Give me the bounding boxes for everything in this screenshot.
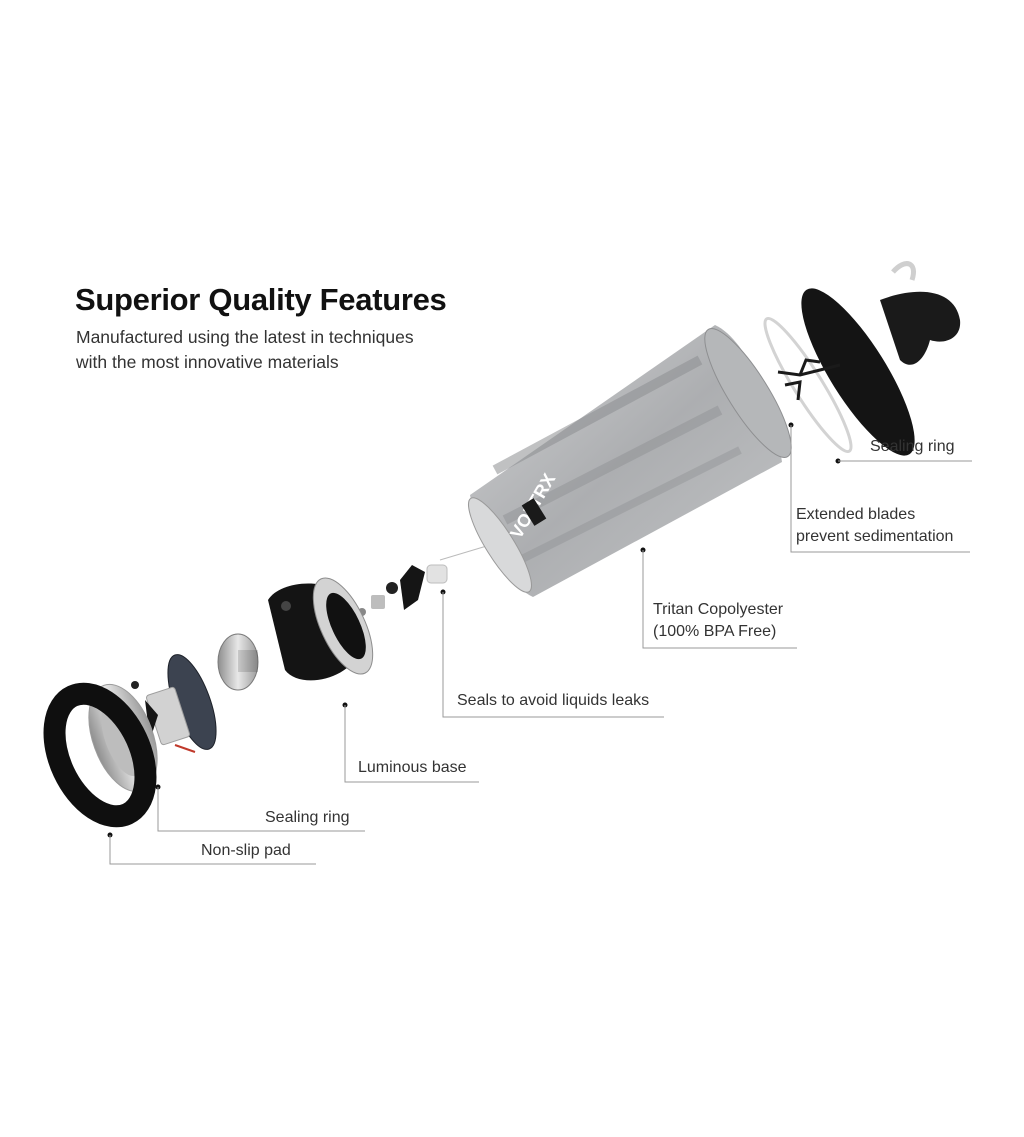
callout-extended-blades-line-1: Extended blades	[796, 506, 916, 523]
bottle-body	[470, 325, 782, 597]
leader-pad	[109, 835, 316, 865]
small-part	[131, 681, 139, 689]
bottle: VOLTRX	[468, 325, 792, 597]
blade-coupler	[400, 565, 425, 610]
callout-tritan-line-1: Tritan Copolyester	[653, 601, 784, 618]
bottle-facet-3	[518, 446, 742, 564]
bottle-facet-2	[502, 405, 723, 525]
motor-shade	[238, 650, 258, 672]
seal-nut	[386, 582, 398, 594]
lid-spout	[880, 291, 961, 365]
callout-tritan: Tritan Copolyester (100% BPA Free)	[653, 599, 783, 643]
callout-luminous-base: Luminous base	[358, 759, 467, 776]
callout-seals: Seals to avoid liquids leaks	[457, 692, 650, 709]
bottle-badge	[521, 498, 547, 526]
callout-non-slip-pad: Non-slip pad	[201, 842, 291, 859]
seal-cap	[426, 564, 448, 584]
top-sealing-ring	[763, 316, 853, 454]
page-subtitle: Manufactured using the latest in techniq…	[76, 325, 414, 375]
page-title: Superior Quality Features	[75, 282, 447, 317]
leader-base	[344, 705, 479, 783]
assembly-axis	[439, 544, 491, 561]
callout-sealing-ring-bottom: Sealing ring	[265, 809, 350, 826]
leader-blades	[790, 425, 970, 553]
internals	[131, 633, 259, 753]
motor	[217, 633, 259, 691]
lid-cap	[801, 288, 915, 456]
clip-part	[145, 700, 158, 740]
luminous-base	[268, 577, 374, 681]
bottle-mouth	[704, 328, 792, 458]
seal-ring-small	[371, 595, 385, 609]
base-top	[326, 592, 366, 660]
callout-sealing-ring-top: Sealing ring	[870, 438, 955, 455]
lid-handle	[891, 261, 916, 281]
bottle-base-rim	[468, 497, 532, 593]
seals-parts	[358, 564, 448, 616]
extended-blades	[777, 358, 841, 401]
battery-wire	[174, 744, 196, 753]
bottle-facet-1	[492, 355, 703, 475]
subtitle-line-1: Manufactured using the latest in techniq…	[76, 327, 414, 347]
lid	[801, 261, 961, 456]
subtitle-line-2: with the most innovative materials	[76, 352, 339, 372]
leader-seals	[442, 592, 664, 718]
non-slip-pad	[43, 682, 157, 828]
callout-extended-blades-line-2: prevent sedimentation	[796, 528, 954, 545]
leader-tritan	[642, 550, 797, 649]
callout-extended-blades: Extended blades prevent sedimentation	[796, 504, 953, 548]
base-button	[281, 601, 291, 611]
leader-sealing-ring-bottom	[157, 787, 365, 832]
callout-tritan-line-2: (100% BPA Free)	[653, 623, 777, 640]
